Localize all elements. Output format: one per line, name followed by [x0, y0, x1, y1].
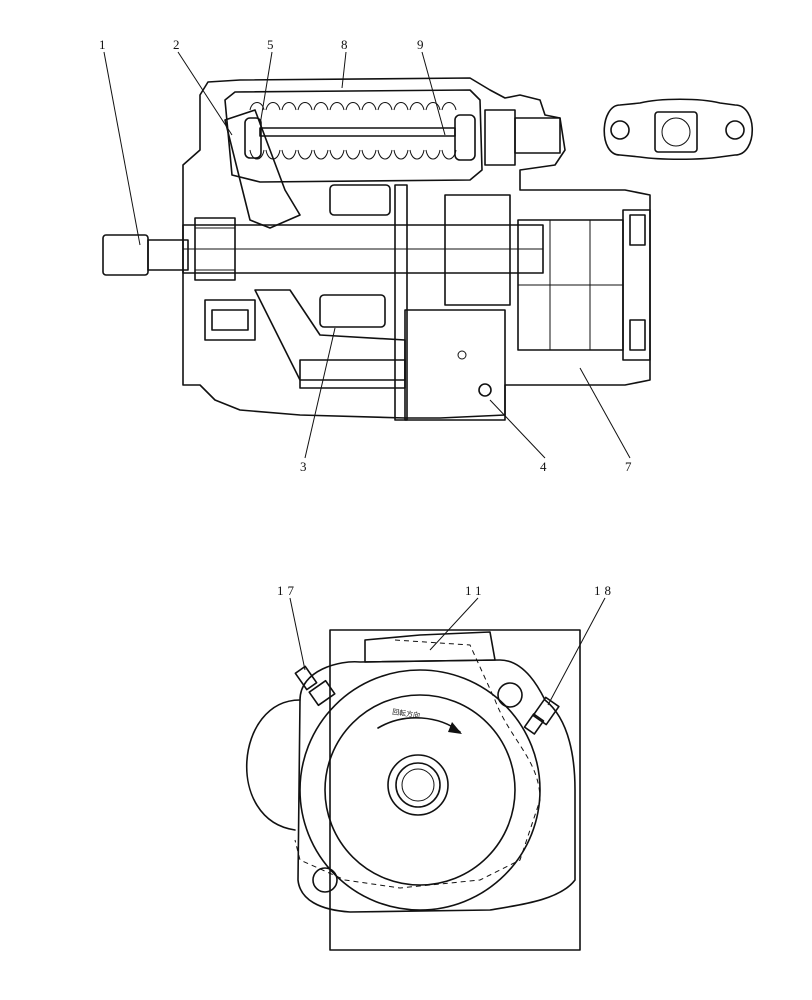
callout-5: 5 [267, 37, 278, 52]
rotation-label: 回転方向 [392, 707, 421, 720]
spring-seat-right [454, 114, 476, 161]
callout-7: 7 [625, 459, 636, 474]
piston-upper [329, 184, 391, 216]
valve-plate [394, 184, 408, 421]
piston-lower [319, 294, 386, 328]
lower-piston [299, 359, 406, 389]
fitting-17 [294, 665, 336, 707]
flange-hex-plug [654, 111, 698, 153]
spring-coils [249, 102, 457, 160]
fitting-18 [523, 696, 560, 735]
spring-chamber [224, 89, 483, 183]
swash-plate [224, 109, 301, 229]
front-bearing [194, 217, 236, 281]
callout-2: 2 [173, 37, 184, 52]
front-view: 回転方向 [245, 597, 606, 951]
top-boss [364, 631, 496, 663]
callout-8: 8 [341, 37, 352, 52]
front-flange [297, 659, 576, 913]
front-face-inner [324, 694, 516, 886]
rear-body [329, 629, 581, 951]
callout-3: 3 [300, 459, 311, 474]
gear-pump-cover [622, 209, 651, 361]
internal-dashed [294, 639, 541, 889]
rotation-arrowhead [448, 722, 462, 734]
adjuster-body [484, 109, 516, 166]
shaft-end [102, 234, 149, 276]
bolt-hole-lower [312, 867, 338, 893]
callout-11: 11 [465, 583, 486, 598]
callout-1: 1 [99, 37, 110, 52]
callout-17: 17 [277, 583, 298, 598]
flange-detail [603, 98, 754, 161]
lower-cradle [254, 289, 406, 381]
rotation-arrow [377, 717, 461, 733]
shaft-seal [204, 299, 256, 341]
shaft-step [147, 239, 189, 271]
adjuster-screw [514, 117, 561, 154]
callout-9: 9 [417, 37, 428, 52]
spring-seat-left [244, 117, 262, 159]
callout-4: 4 [540, 459, 551, 474]
coupling [444, 194, 511, 306]
port-block [404, 309, 506, 421]
spring-rod [259, 127, 456, 137]
shaft-boss [387, 754, 449, 816]
left-bulge [245, 699, 301, 831]
callout-18: 18 [594, 583, 615, 598]
bolt-hole-upper [497, 682, 523, 708]
housing-outline [182, 77, 651, 419]
sectional-view [102, 51, 754, 459]
front-face [299, 669, 541, 911]
